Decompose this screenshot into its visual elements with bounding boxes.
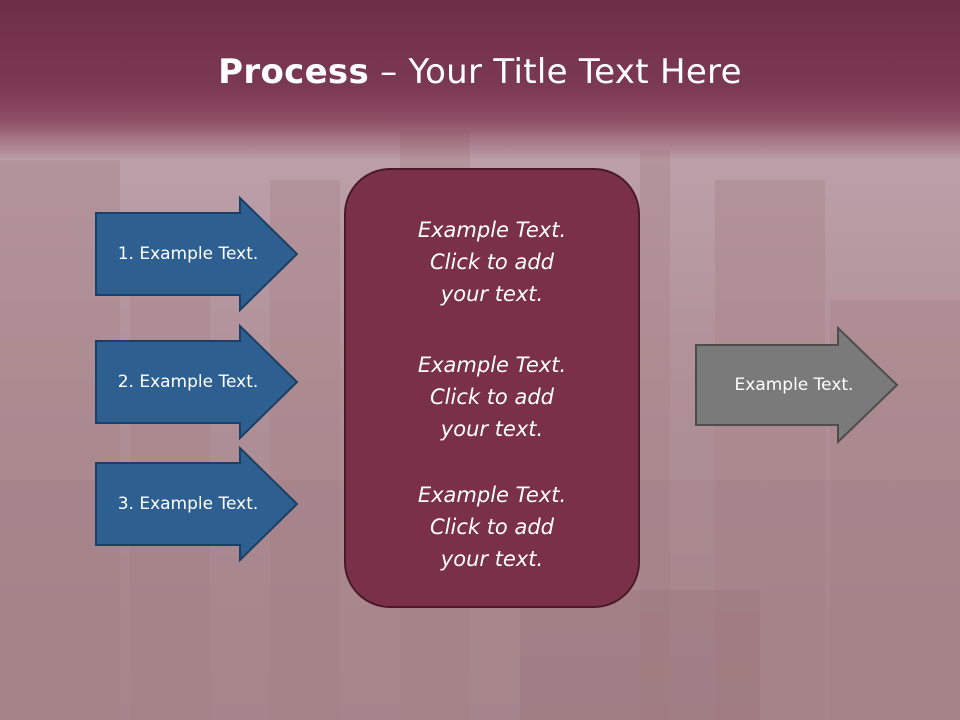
center-text-block-3: Example Text. Click to add your text. <box>346 479 638 575</box>
center-text-block-2: Example Text. Click to add your text. <box>346 349 638 445</box>
title-rest: – Your Title Text Here <box>369 52 742 92</box>
slide-title[interactable]: Process – Your Title Text Here <box>0 52 960 92</box>
center-block-3-line-3: your text. <box>440 547 544 571</box>
left-arrow-2-label: 2. Example Text. <box>117 372 259 392</box>
center-block-3-line-2: Click to add <box>429 515 554 539</box>
center-block-1-line-1: Example Text. <box>417 218 567 242</box>
center-block-1-line-3: your text. <box>440 282 544 306</box>
left-arrow-1-label: 1. Example Text. <box>117 244 259 264</box>
right-arrow[interactable]: Example Text. <box>694 326 900 444</box>
center-block-1-line-2: Click to add <box>429 250 554 274</box>
title-bar <box>0 0 960 160</box>
center-block-3-line-1: Example Text. <box>417 483 567 507</box>
center-block-2-line-2: Click to add <box>429 385 554 409</box>
left-arrow-1[interactable]: 1. Example Text. <box>94 196 300 312</box>
center-block-2-line-1: Example Text. <box>417 353 567 377</box>
left-arrow-3-label: 3. Example Text. <box>117 494 259 514</box>
right-arrow-label: Example Text. <box>734 375 854 395</box>
center-text-box[interactable]: Example Text. Click to add your text. Ex… <box>344 168 640 608</box>
center-text-block-1: Example Text. Click to add your text. <box>346 214 638 310</box>
center-block-2-line-3: your text. <box>440 417 544 441</box>
left-arrow-3[interactable]: 3. Example Text. <box>94 446 300 562</box>
title-bold: Process <box>218 52 370 92</box>
left-arrow-2[interactable]: 2. Example Text. <box>94 324 300 440</box>
